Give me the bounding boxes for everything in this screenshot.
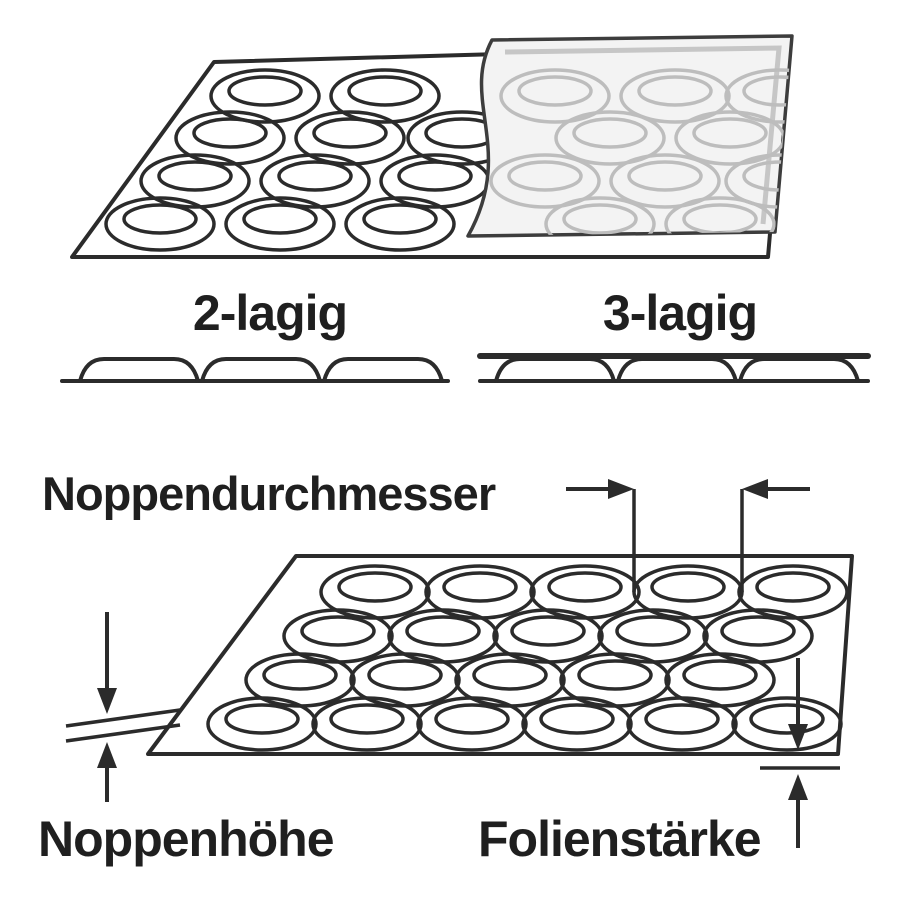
arrow-left-icon (742, 479, 768, 499)
bubble-height-annotation: Noppenhöhe (38, 612, 335, 867)
film-thickness-annotation: Folienstärke (478, 658, 840, 867)
arrow-up-icon (788, 774, 808, 800)
arrow-right-icon (608, 479, 634, 499)
overlay-film-edge (504, 45, 782, 225)
three-layer-label: 3-lagig (603, 285, 757, 341)
arrow-down-icon (97, 688, 117, 714)
top-sheet-group (70, 34, 794, 259)
bubble-diameter-annotation: Noppendurchmesser (42, 467, 810, 592)
bottom-sheet-group (146, 554, 854, 756)
bubble-height-label: Noppenhöhe (38, 811, 334, 867)
film-thickness-label: Folienstärke (478, 811, 761, 867)
two-layer-label: 2-lagig (193, 285, 347, 341)
two-layer-profile (60, 357, 450, 383)
arrow-down-icon (788, 724, 808, 750)
arrow-up-icon (97, 742, 117, 768)
bubble-diameter-label: Noppendurchmesser (42, 467, 496, 520)
three-layer-profile (477, 353, 871, 383)
overlay-film (466, 34, 794, 238)
